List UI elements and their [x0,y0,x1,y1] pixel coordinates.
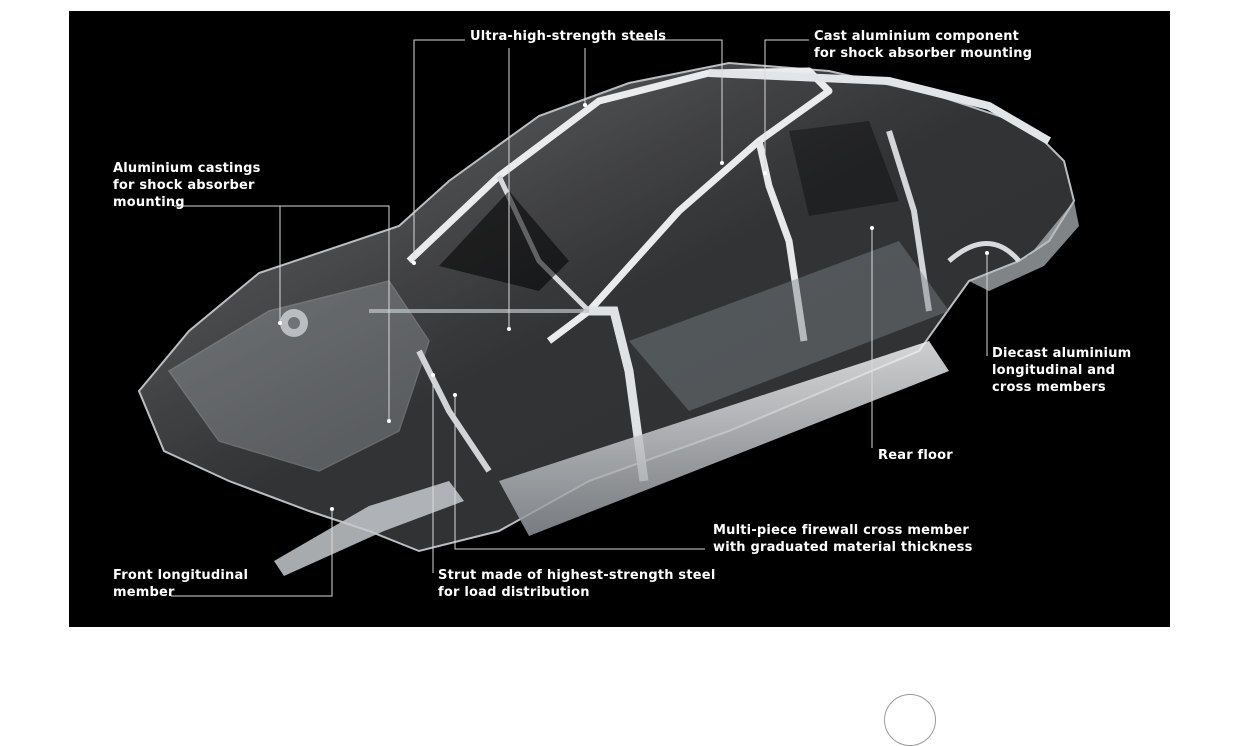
leader-lines [171,39,988,597]
label-firewall-cross-member: Multi-piece firewall cross member with g… [713,523,973,555]
label-rear-floor: Rear floor [878,448,953,463]
label-front-longitudinal-member: Front longitudinal member [113,568,249,600]
leader-dots [278,103,989,511]
label-aluminium-castings: Aluminium castings for shock absorber mo… [113,161,261,210]
car-body-structure-illustration [137,39,1079,597]
label-strut: Strut made of highest-strength steel for… [438,568,716,600]
label-diecast-aluminium: Diecast aluminium longitudinal and cross… [992,346,1132,395]
label-ultra-high-strength-steels: Ultra-high-strength steels [470,29,667,44]
car-body-shell [137,61,1079,576]
brand-logo-icon [884,694,936,746]
label-cast-aluminium-component: Cast aluminium component for shock absor… [814,29,1033,61]
diagram-panel: Ultra-high-strength steels Cast aluminiu… [69,11,1170,627]
